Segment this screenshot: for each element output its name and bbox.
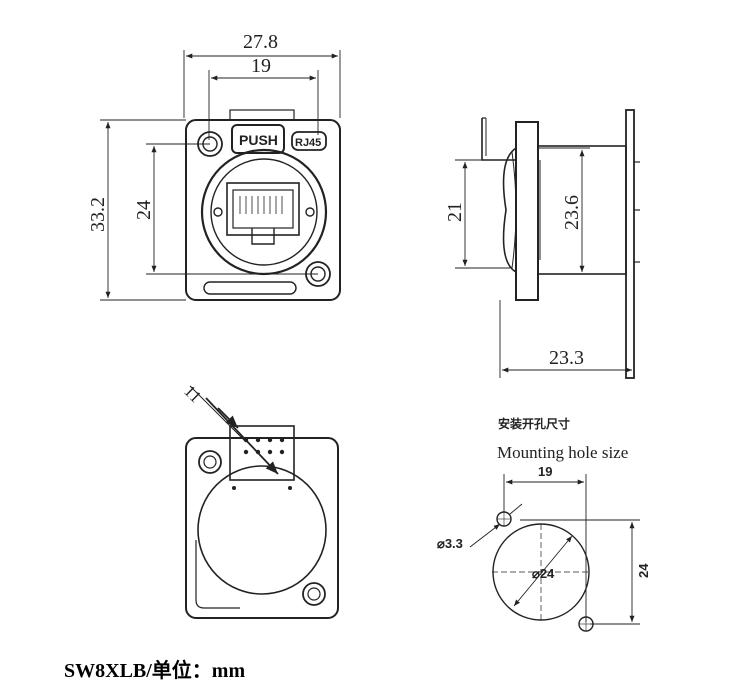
- bottom-slot: [203, 281, 297, 295]
- dim-width-holes: 19: [251, 55, 271, 77]
- front-view: [100, 50, 341, 301]
- dim-side-right-height: 23.6: [561, 195, 583, 230]
- side-flange: [515, 121, 539, 301]
- dim-height-holes: 24: [133, 200, 155, 220]
- dim-center-diameter: ⌀24: [532, 566, 555, 581]
- terminal-block: [229, 425, 295, 481]
- connector-ring: [200, 148, 328, 276]
- rear-disk: [197, 465, 327, 595]
- push-label: PUSH: [239, 132, 278, 148]
- rj45-jack: [226, 182, 300, 236]
- side-view: [455, 109, 640, 379]
- dim-hole-spacing-x: 19: [538, 464, 552, 479]
- push-latch: [231, 124, 285, 154]
- dim-side-left-height: 21: [444, 202, 466, 222]
- rj45-label: RJ45: [295, 137, 321, 149]
- dim-side-depth: 23.3: [549, 347, 584, 369]
- mounting-title-en: Mounting hole size: [497, 443, 628, 462]
- mounting-hole-bottom-right: [305, 261, 331, 287]
- rear-flange: [185, 437, 339, 619]
- rear-view: [185, 385, 339, 619]
- rotation-label: 11: [180, 381, 205, 406]
- mounting-hole-diagram: [469, 474, 640, 632]
- dim-hole-diameter: ⌀3.3: [437, 536, 463, 551]
- mounting-title-cn: 安装开孔尺寸: [498, 416, 570, 431]
- mounting-hole-top-left: [197, 131, 223, 157]
- dim-height-overall: 33.2: [87, 197, 109, 232]
- dim-width-overall: 27.8: [243, 31, 278, 53]
- dim-hole-spacing-y: 24: [636, 563, 651, 578]
- footer-caption: SW8XLB/单位：mm: [64, 660, 246, 682]
